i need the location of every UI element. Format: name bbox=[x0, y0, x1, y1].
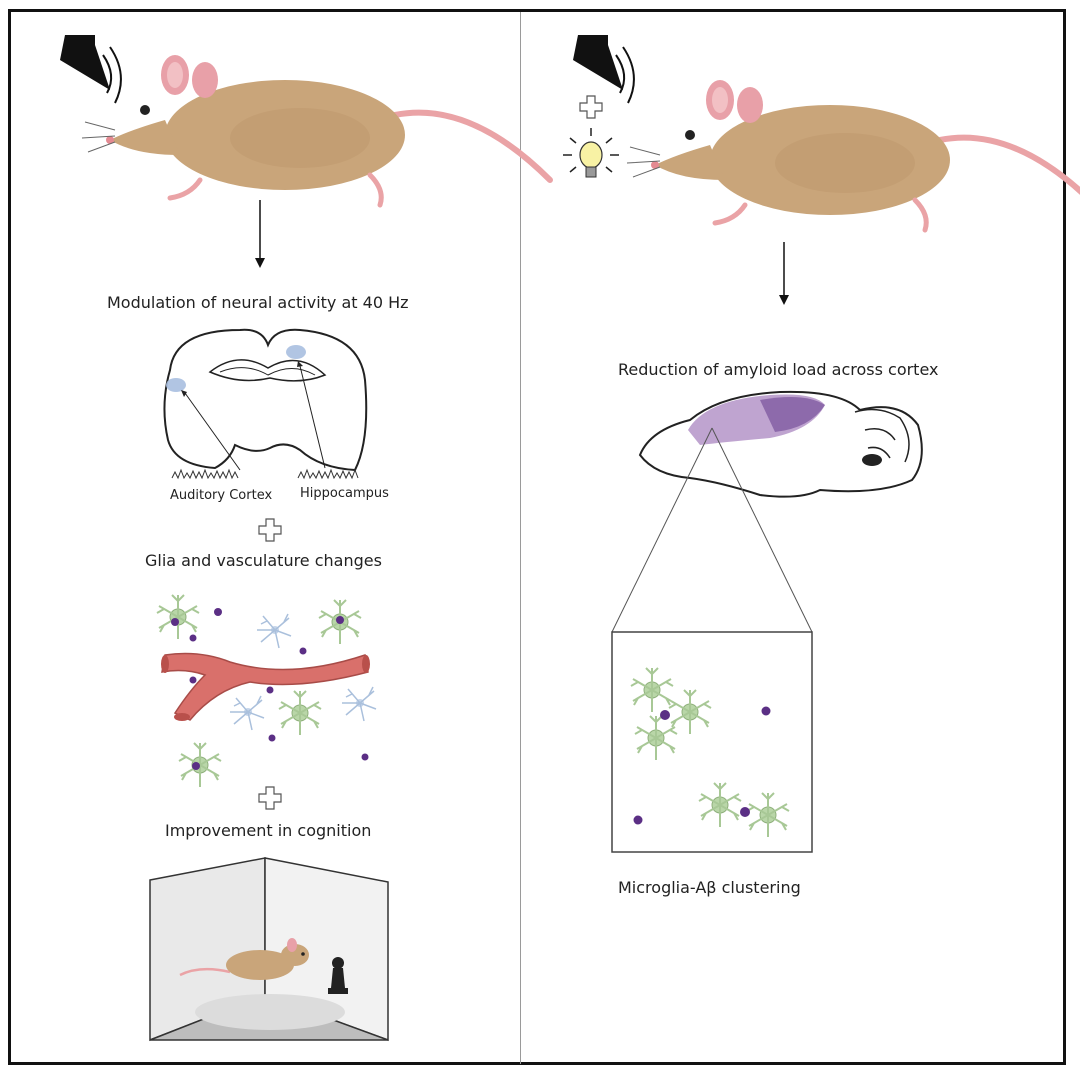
step-neural-modulation: Modulation of neural activity at 40 Hz bbox=[107, 293, 409, 312]
coronal-brain-section bbox=[163, 328, 368, 480]
panel-divider bbox=[520, 12, 521, 1064]
light-bulb-icon bbox=[563, 128, 619, 178]
label-auditory-cortex: Auditory Cortex bbox=[170, 488, 273, 503]
step-cognition: Improvement in cognition bbox=[165, 821, 372, 840]
mouse-right bbox=[627, 80, 1080, 230]
inset-panel bbox=[611, 631, 813, 853]
figure-frame bbox=[8, 9, 1066, 1065]
plus-icon-left-1 bbox=[258, 518, 282, 542]
sagittal-brain bbox=[611, 390, 923, 633]
label-hippocampus: Hippocampus bbox=[300, 486, 389, 501]
plus-icon-right bbox=[579, 95, 603, 119]
inset-caption: Microglia-Aβ clustering bbox=[618, 878, 801, 897]
speaker-icon-left bbox=[59, 34, 122, 104]
down-arrow-icon-right bbox=[779, 242, 789, 305]
mouse-left bbox=[82, 55, 550, 205]
speaker-icon-right bbox=[572, 34, 635, 104]
down-arrow-icon-left bbox=[255, 200, 265, 268]
glia-vasculature-illustration bbox=[156, 594, 377, 788]
cognition-test-box bbox=[149, 857, 389, 1042]
step-amyloid-reduction: Reduction of amyloid load across cortex bbox=[618, 360, 939, 379]
plus-icon-left-2 bbox=[258, 786, 282, 810]
step-glia-vasculature: Glia and vasculature changes bbox=[145, 551, 382, 570]
chess-pawn-icon bbox=[328, 957, 348, 994]
